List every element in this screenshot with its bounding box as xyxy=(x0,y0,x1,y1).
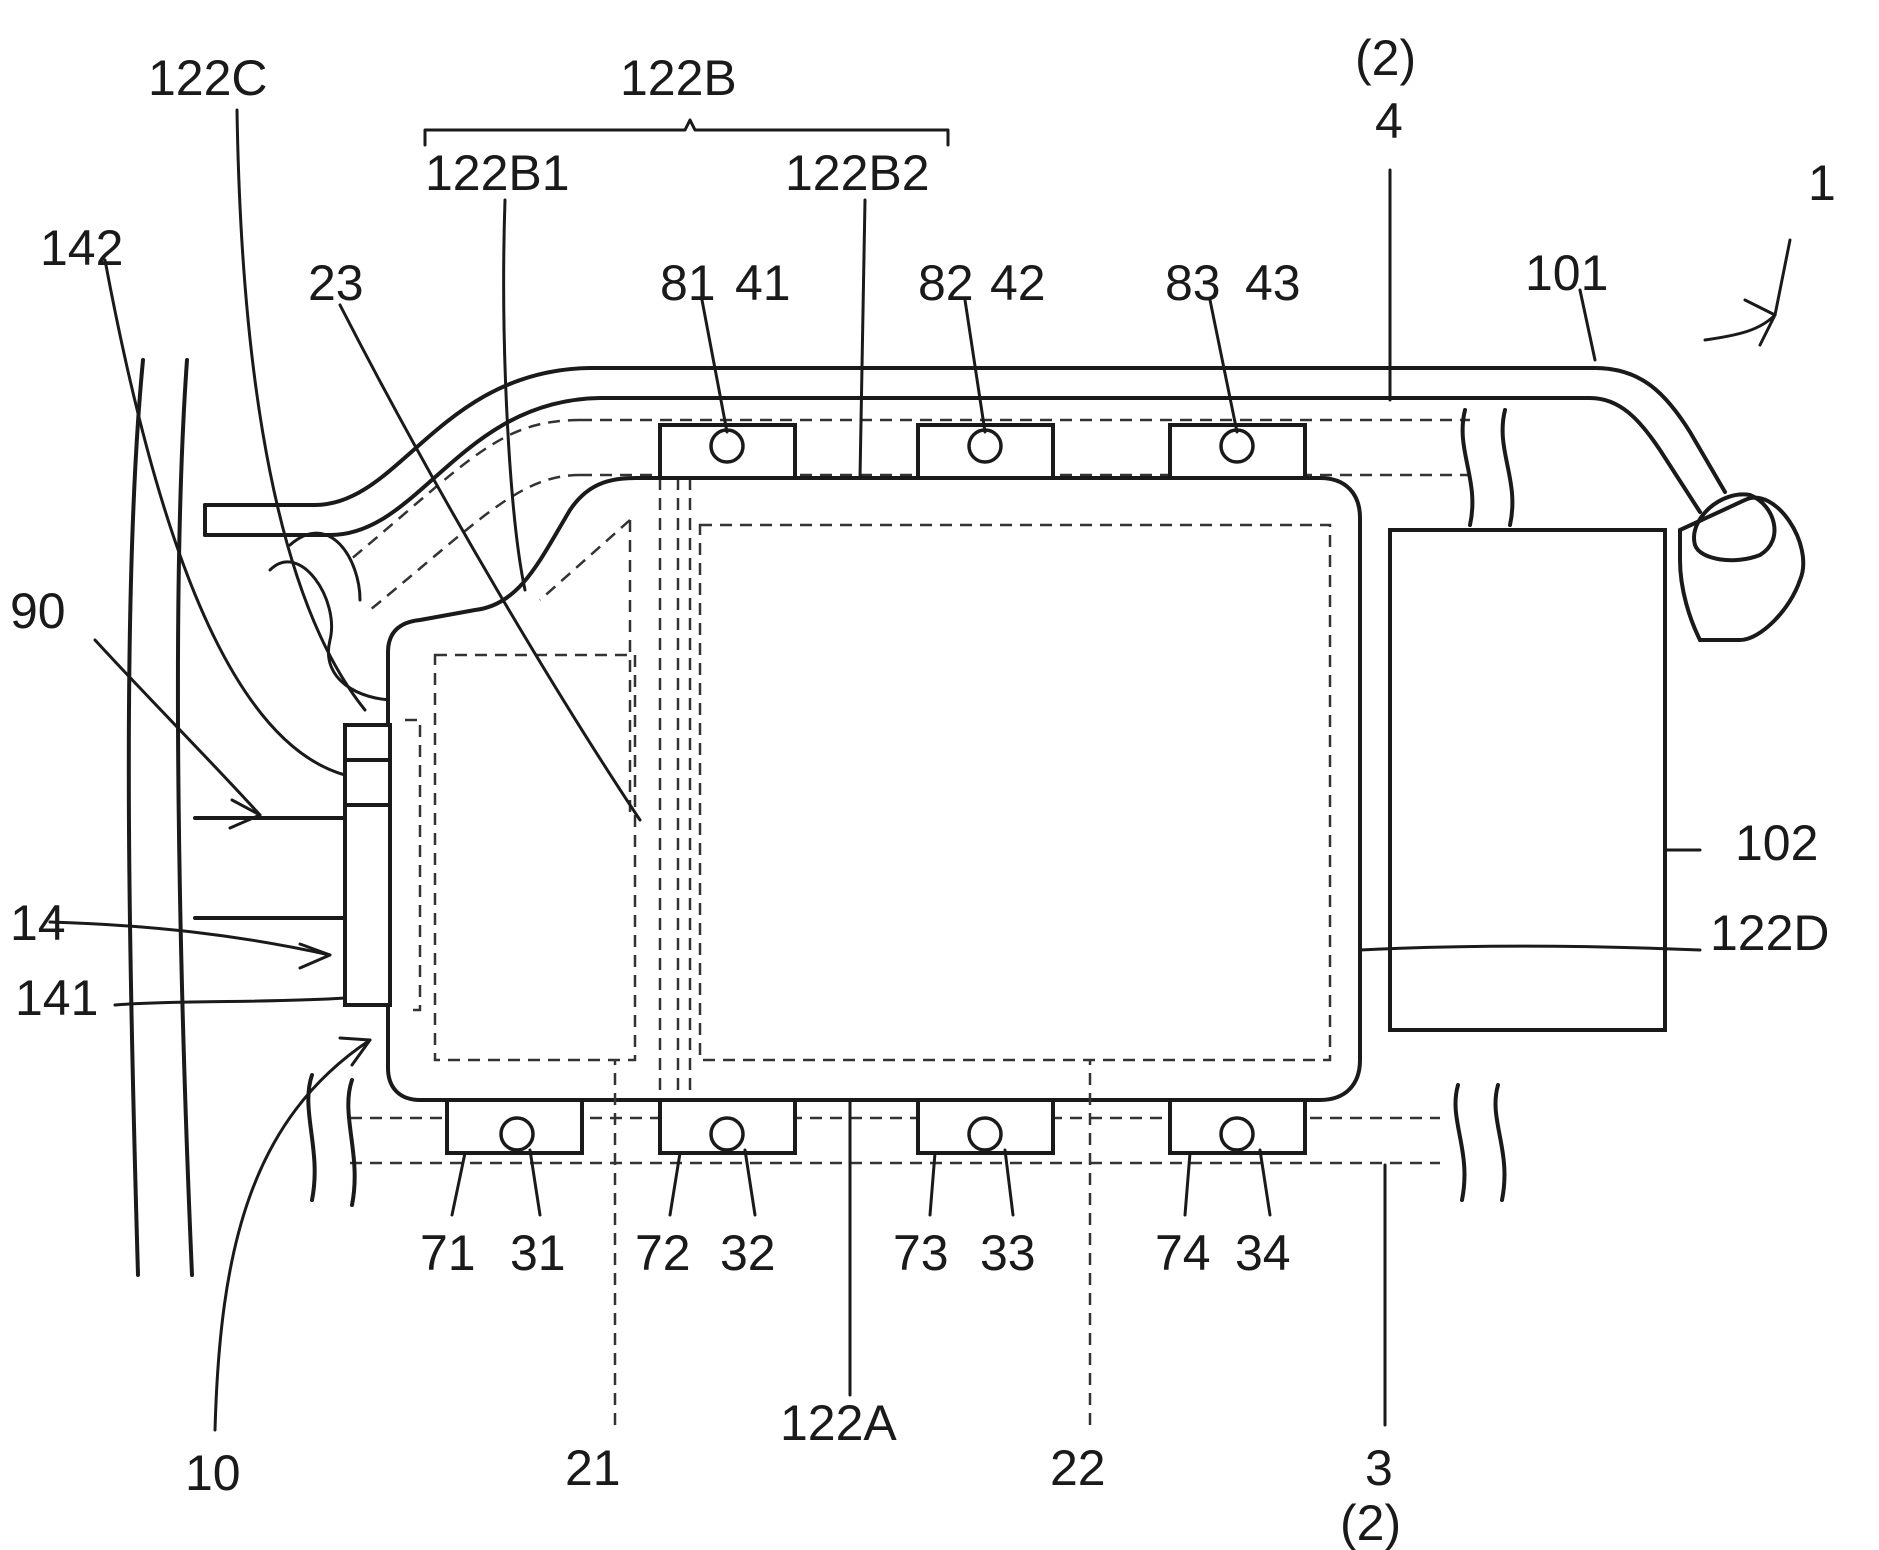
label-32: 32 xyxy=(720,1225,776,1281)
label-74: 74 xyxy=(1155,1225,1211,1281)
label-42: 42 xyxy=(990,255,1046,311)
label-83: 83 xyxy=(1165,255,1221,311)
label-122B1: 122B1 xyxy=(425,145,570,201)
label-22: 22 xyxy=(1050,1440,1106,1496)
connector-14 xyxy=(345,725,390,1005)
label-1: 1 xyxy=(1808,155,1836,211)
label-122C: 122C xyxy=(148,50,268,106)
label-82: 82 xyxy=(918,255,974,311)
label-33: 33 xyxy=(980,1225,1036,1281)
label-122B: 122B xyxy=(620,50,737,106)
brace-122B xyxy=(425,120,948,145)
label-122B2: 122B2 xyxy=(785,145,930,201)
label-10: 10 xyxy=(185,1445,241,1501)
label-21: 21 xyxy=(565,1440,621,1496)
label-72: 72 xyxy=(635,1225,691,1281)
label-122D: 122D xyxy=(1710,905,1830,961)
upper-brackets xyxy=(660,425,1305,478)
label-34: 34 xyxy=(1235,1225,1291,1281)
device-102 xyxy=(1390,530,1665,1030)
label-81: 81 xyxy=(660,255,716,311)
label-71: 71 xyxy=(420,1225,476,1281)
label-141: 141 xyxy=(15,970,98,1026)
label-23: 23 xyxy=(308,255,364,311)
label-3: 3 xyxy=(1365,1440,1393,1496)
cable-90 xyxy=(195,818,345,918)
label-41: 41 xyxy=(735,255,791,311)
label-142: 142 xyxy=(40,220,123,276)
label-31: 31 xyxy=(510,1225,566,1281)
label-122A: 122A xyxy=(780,1395,897,1451)
label-102: 102 xyxy=(1735,815,1818,871)
label-2-bottom: (2) xyxy=(1340,1495,1401,1550)
label-73: 73 xyxy=(893,1225,949,1281)
label-14: 14 xyxy=(10,895,66,951)
label-90: 90 xyxy=(10,583,66,639)
label-2-top: (2) xyxy=(1355,30,1416,86)
label-43: 43 xyxy=(1245,255,1301,311)
member-101-end-cap xyxy=(1680,494,1803,640)
label-101: 101 xyxy=(1525,245,1608,301)
harness-122C xyxy=(270,533,395,700)
lower-brackets xyxy=(447,1100,1305,1153)
label-4: 4 xyxy=(1375,93,1403,149)
battery-case xyxy=(388,478,1360,1100)
